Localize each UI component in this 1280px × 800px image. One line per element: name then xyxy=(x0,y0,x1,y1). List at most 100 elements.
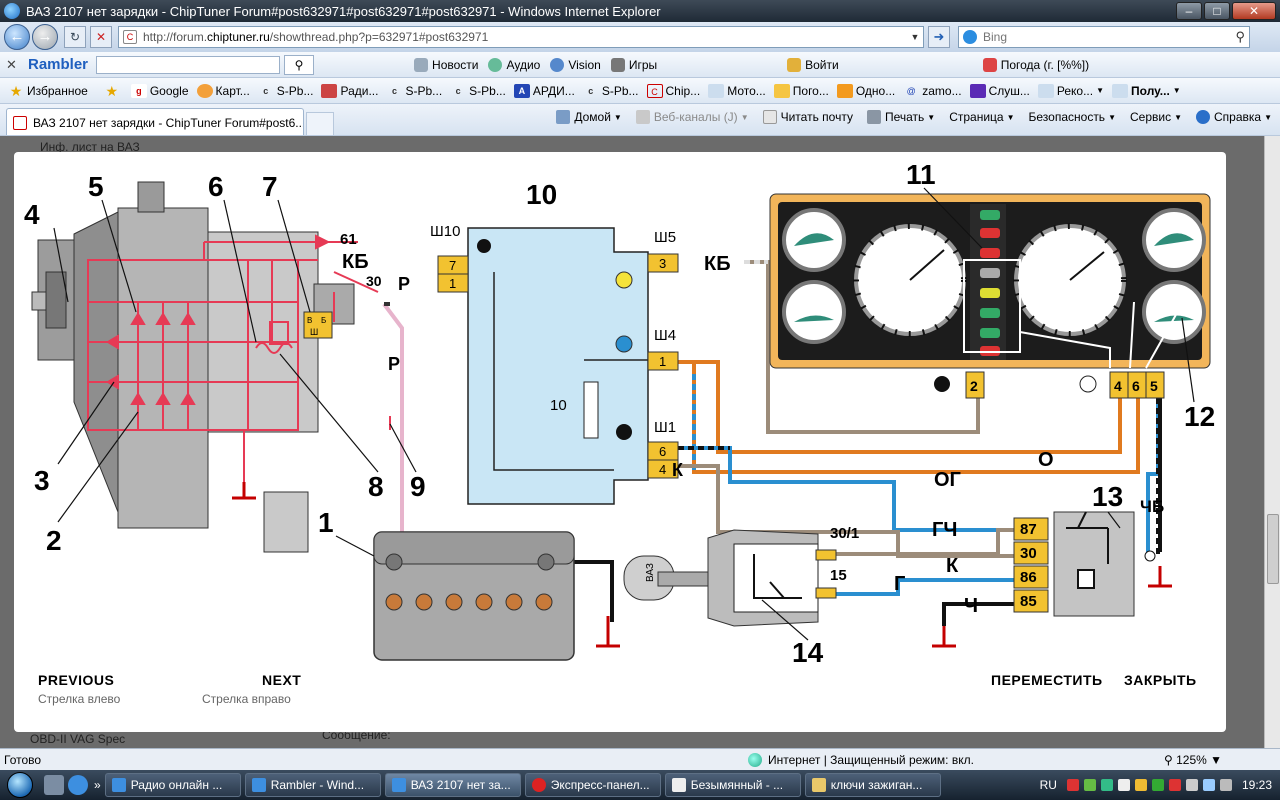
search-box[interactable]: ⚲ xyxy=(958,26,1250,48)
music-icon xyxy=(969,83,986,98)
tray-icon-1[interactable] xyxy=(1066,779,1079,791)
task-rambler[interactable]: Rambler - Wind... xyxy=(244,773,381,797)
language-indicator[interactable]: RU xyxy=(1039,778,1057,792)
task-keys[interactable]: ключи зажиган... xyxy=(804,773,941,797)
stop-button[interactable]: ✕ xyxy=(90,26,112,48)
task-express[interactable]: Экспресс-панел... xyxy=(524,773,661,797)
fav-item-radio[interactable]: Ради... xyxy=(321,83,378,98)
add-favorite-button[interactable]: ★ xyxy=(104,84,123,98)
tab-active[interactable]: ВАЗ 2107 нет зарядки - ChipTuner Forum#p… xyxy=(6,108,304,135)
close-lightbox-button[interactable]: ЗАКРЫТЬ xyxy=(1124,672,1197,688)
fav-item-moto[interactable]: Мото... xyxy=(708,83,766,98)
toolbar-item-audio[interactable]: Аудио xyxy=(488,57,540,72)
radio-icon xyxy=(321,83,338,98)
scrollbar-thumb[interactable] xyxy=(1267,514,1279,584)
fav-item-zamo[interactable]: @zamo... xyxy=(903,84,962,98)
clock[interactable]: 19:23 xyxy=(1241,778,1272,792)
toolbar-item-games[interactable]: Игры xyxy=(610,57,657,72)
callout-6: 6 xyxy=(208,171,224,202)
start-button[interactable] xyxy=(0,770,40,800)
tools-menu[interactable]: Сервис▼ xyxy=(1129,110,1182,124)
toolbar-item-vision[interactable]: Vision xyxy=(550,57,601,72)
tray-icon-7[interactable] xyxy=(1168,779,1181,791)
title-bar: ВАЗ 2107 нет зарядки - ChipTuner Forum#p… xyxy=(0,0,1280,22)
toolbar-item-login[interactable]: Войти xyxy=(787,57,839,72)
tray-icon-8[interactable] xyxy=(1185,779,1198,791)
chevron-down-icon[interactable]: ▼ xyxy=(910,32,920,42)
cluster-dot-black xyxy=(934,376,950,392)
chevron-down-icon[interactable]: ▼ xyxy=(613,112,622,122)
window-title: ВАЗ 2107 нет зарядки - ChipTuner Forum#p… xyxy=(26,3,661,19)
toolbar-item-news[interactable]: Новости xyxy=(414,57,478,72)
task-untitled[interactable]: Безымянный - ... xyxy=(664,773,801,797)
toolbar-item-weather[interactable]: Погода (г. [%%]) xyxy=(982,57,1089,72)
close-button[interactable]: ✕ xyxy=(1232,2,1276,20)
page-menu[interactable]: Страница▼ xyxy=(949,110,1015,124)
network-icon[interactable] xyxy=(1202,779,1215,791)
background-text-bottom-left[interactable]: OBD-II VAG Spec xyxy=(30,732,126,746)
minimize-button[interactable]: – xyxy=(1176,2,1202,20)
fav-item-maps[interactable]: Карт... xyxy=(196,83,250,98)
home-button[interactable]: Домой▼ xyxy=(556,110,622,124)
refresh-button[interactable]: ↻ xyxy=(64,26,86,48)
rambler-search-input[interactable] xyxy=(96,55,281,74)
tray-icon-2[interactable] xyxy=(1083,779,1096,791)
search-icon[interactable]: ⚲ xyxy=(1235,29,1245,44)
rambler-search-button[interactable]: ⚲ xyxy=(284,54,315,75)
close-icon[interactable]: ✕ xyxy=(6,56,17,72)
fav-item-recommended[interactable]: Реко...▼ xyxy=(1037,83,1104,98)
callout-3: 3 xyxy=(34,465,50,496)
move-button[interactable]: ПЕРЕМЕСТИТЬ xyxy=(991,672,1103,688)
label-box10: 10 xyxy=(550,397,567,414)
relay-pins xyxy=(1013,517,1049,613)
security-zone[interactable]: Интернет | Защищенный режим: вкл. xyxy=(748,752,1138,767)
chevron-down-icon[interactable]: ▼ xyxy=(927,112,936,122)
fav-item-weather[interactable]: Пого... xyxy=(773,83,829,98)
wiring-diagram: В Б Ш xyxy=(24,159,1215,668)
page-scrollbar[interactable] xyxy=(1264,136,1280,748)
tray-icon-4[interactable] xyxy=(1117,779,1130,791)
callout-numbers: 1 2 3 4 5 6 7 8 9 10 11 12 13 14 xyxy=(24,159,1215,668)
fav-item-listen[interactable]: Слуш... xyxy=(969,83,1030,98)
search-input[interactable] xyxy=(983,30,1236,44)
favorites-button[interactable]: ★Избранное xyxy=(9,82,88,99)
print-button[interactable]: Печать▼ xyxy=(866,110,936,124)
maximize-button[interactable]: □ xyxy=(1204,2,1230,20)
show-desktop-icon[interactable] xyxy=(44,775,64,795)
chip-icon: c xyxy=(391,85,397,96)
tray-icon-3[interactable] xyxy=(1100,779,1113,791)
tray-icon-5[interactable] xyxy=(1134,779,1147,791)
task-vaz[interactable]: ВАЗ 2107 нет за... xyxy=(384,773,521,797)
chevron-down-icon[interactable]: ▼ xyxy=(740,112,749,122)
zoom-control[interactable]: ⚲ 125% ▼ xyxy=(1164,752,1223,767)
help-menu[interactable]: Справка▼ xyxy=(1196,110,1272,124)
fav-item-odnoklassniki[interactable]: Одно... xyxy=(836,83,895,98)
next-button[interactable]: NEXT xyxy=(262,672,302,688)
url-field[interactable]: C http://forum.chiptuner.ru/showthread.p… xyxy=(118,26,924,48)
volume-icon[interactable] xyxy=(1219,779,1232,791)
feeds-button[interactable]: Веб-каналы (J)▼ xyxy=(635,110,749,124)
safety-menu[interactable]: Безопасность▼ xyxy=(1028,110,1116,124)
maps-icon xyxy=(196,83,213,98)
forward-button[interactable]: → xyxy=(32,24,58,50)
label-kb-right: КБ xyxy=(704,253,731,275)
back-button[interactable]: ← xyxy=(4,24,30,50)
go-button[interactable]: ➜ xyxy=(928,26,950,48)
fav-item-get[interactable]: Полу...▼ xyxy=(1112,83,1181,98)
chevron-right-icon[interactable]: » xyxy=(94,778,101,792)
previous-button[interactable]: PREVIOUS xyxy=(38,672,115,688)
task-radio[interactable]: Радио онлайн ... xyxy=(104,773,241,797)
read-mail-button[interactable]: Читать почту xyxy=(762,110,853,124)
ie-quicklaunch-icon[interactable] xyxy=(68,775,88,795)
next-hint: Стрелка вправо xyxy=(202,692,291,706)
new-tab-button[interactable] xyxy=(306,112,334,135)
tray-icon-6[interactable] xyxy=(1151,779,1164,791)
opera-icon xyxy=(531,778,546,792)
